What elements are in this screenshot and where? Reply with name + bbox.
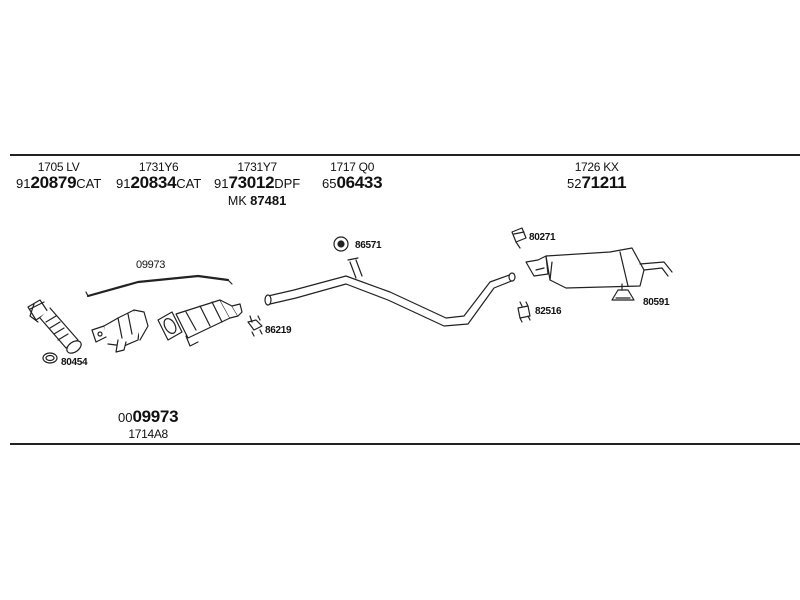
clamp-icon[interactable] bbox=[517, 301, 531, 323]
rear-muffler[interactable] bbox=[525, 247, 673, 289]
part-number[interactable]: 9173012DPF bbox=[214, 173, 301, 192]
ref-code: 1705 LV bbox=[37, 160, 80, 174]
hanger-icon[interactable] bbox=[611, 283, 635, 301]
hanger-label[interactable]: 80591 bbox=[643, 297, 670, 308]
part-number[interactable]: 9120879CAT bbox=[16, 173, 102, 192]
clamp-mid-label[interactable]: 86219 bbox=[265, 325, 292, 336]
bottom-part: 0009973 1714A8 bbox=[118, 407, 179, 442]
ref-code: 1731Y7 bbox=[237, 160, 277, 174]
clip-label[interactable]: 80271 bbox=[529, 232, 556, 243]
header-col-5: 1726 KX 5271211 bbox=[567, 160, 627, 193]
ref-code: 1717 Q0 bbox=[330, 160, 375, 174]
clip-icon[interactable] bbox=[511, 227, 527, 249]
ref-code: 1714A8 bbox=[128, 427, 168, 441]
header-col-2: 1731Y6 9120834CAT bbox=[116, 160, 201, 193]
part-number[interactable]: 5271211 bbox=[567, 173, 627, 192]
flex-pipe[interactable] bbox=[27, 299, 83, 356]
top-divider bbox=[10, 154, 800, 156]
middle-pipe[interactable] bbox=[264, 257, 516, 327]
part-number[interactable]: 0009973 bbox=[118, 407, 179, 426]
bottom-divider bbox=[10, 443, 800, 445]
header-col-3: 1731Y7 9173012DPF MK 87481 bbox=[214, 160, 300, 208]
header-col-4: 1717 Q0 6506433 bbox=[322, 160, 383, 193]
ref-code: 1731Y6 bbox=[138, 160, 179, 174]
ref-code: 1726 KX bbox=[574, 160, 619, 174]
mounting-kit-number[interactable]: MK 87481 bbox=[227, 193, 287, 208]
part-number[interactable]: 9120834CAT bbox=[116, 173, 202, 192]
seal-label[interactable]: 80454 bbox=[61, 357, 88, 368]
catalytic-converter-1[interactable] bbox=[91, 309, 149, 353]
seal-ring-icon[interactable] bbox=[42, 352, 58, 364]
clamp-right-label[interactable]: 82516 bbox=[535, 306, 562, 317]
ring-label[interactable]: 86571 bbox=[355, 240, 382, 251]
part-number[interactable]: 6506433 bbox=[322, 173, 383, 192]
header-col-1: 1705 LV 9120879CAT bbox=[16, 160, 101, 193]
clamp-icon[interactable] bbox=[247, 315, 263, 337]
ring-icon[interactable] bbox=[333, 236, 349, 252]
rod-label[interactable]: 09973 bbox=[136, 259, 166, 271]
dpf-converter[interactable] bbox=[157, 299, 243, 347]
rod-part[interactable] bbox=[85, 274, 233, 298]
